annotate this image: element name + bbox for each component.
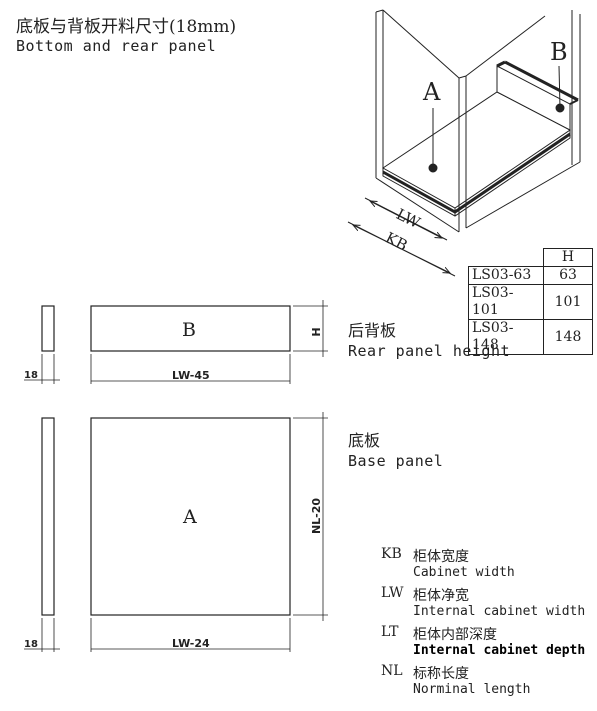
legend-key: NL	[381, 663, 403, 679]
base-panel-label: A	[182, 506, 197, 528]
legend-cn: 柜体内部深度	[413, 627, 497, 643]
legend-en: Internal cabinet width	[413, 604, 586, 619]
legend-en: Internal cabinet depth	[413, 643, 586, 658]
table-row: LS03-63 63	[468, 266, 593, 285]
rear-width-dim: LW-45	[172, 369, 210, 382]
legend-en: Norminal length	[413, 682, 531, 697]
iso-label-b: B	[550, 38, 568, 66]
legend-cn: 柜体宽度	[413, 549, 469, 565]
isometric-cabinet	[347, 9, 581, 277]
base-width-dim: LW-24	[172, 637, 210, 650]
rear-panel-label: B	[182, 319, 196, 341]
height-table: H LS03-63 63 LS03-101 101 LS03-148 148	[468, 248, 593, 355]
rear-height-dim: H	[310, 327, 323, 336]
page-title-cn: 底板与背板开料尺寸(18mm)	[16, 17, 237, 37]
legend-cn: 标称长度	[413, 666, 469, 682]
base-depth-dim: NL-20	[310, 498, 323, 534]
rear-thickness-dim: 18	[24, 370, 38, 381]
rear-panel-title-en: Rear panel height	[348, 342, 511, 360]
legend-key: KB	[381, 546, 402, 562]
height-table-header: H	[468, 248, 593, 267]
base-panel-drawing	[24, 412, 328, 652]
height-header: H	[543, 248, 593, 267]
legend-en: Cabinet width	[413, 565, 515, 580]
iso-dim-lw: LW	[393, 205, 423, 232]
iso-label-a: A	[422, 78, 441, 106]
iso-dim-kb: KB	[382, 229, 410, 255]
legend-key: LW	[381, 585, 404, 601]
legend-key: LT	[381, 624, 399, 640]
rear-panel-title-cn: 后背板	[348, 321, 397, 340]
base-panel-title-cn: 底板	[348, 431, 381, 450]
base-panel-title-en: Base panel	[348, 452, 444, 470]
legend-cn: 柜体净宽	[413, 588, 469, 604]
table-row: LS03-101 101	[468, 284, 593, 320]
rear-panel-drawing	[24, 300, 328, 384]
page-title-en: Bottom and rear panel	[16, 37, 217, 55]
base-thickness-dim: 18	[24, 639, 38, 650]
table-row: LS03-148 148	[468, 319, 593, 355]
